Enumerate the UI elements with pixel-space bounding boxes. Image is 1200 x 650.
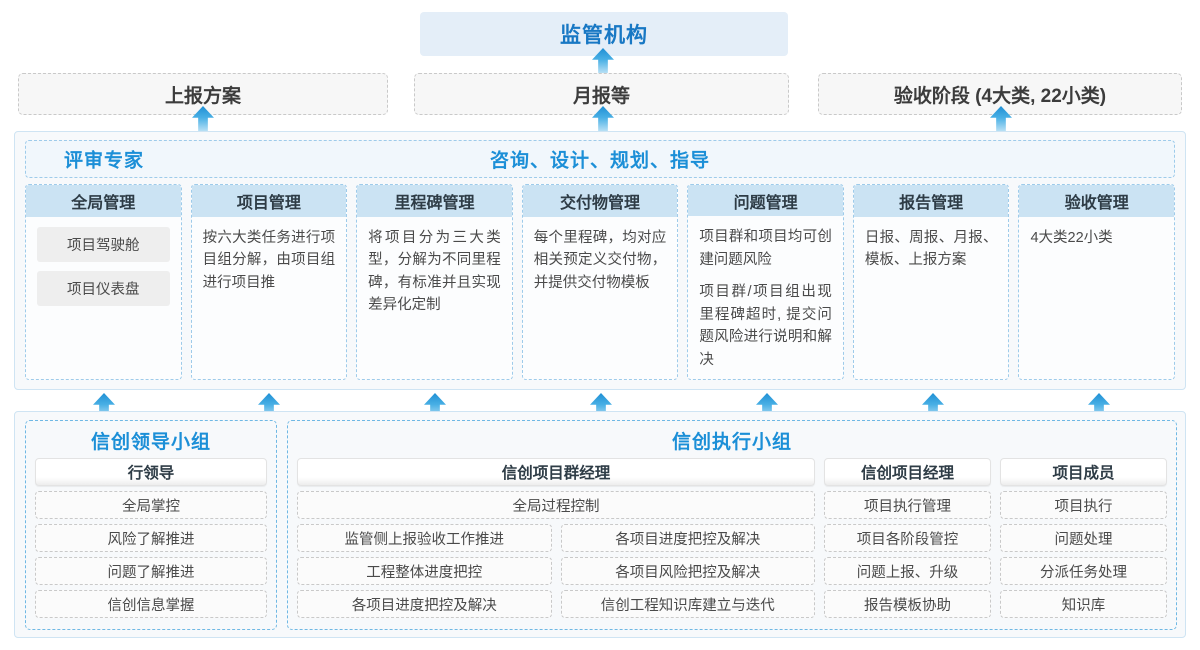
lead-team-inner: 行领导 全局掌控 风险了解推进 问题了解推进 信创信息掌握 xyxy=(26,458,276,618)
program-manager-left-items: 监管侧上报验收工作推进 工程整体进度把控 各项目进度把控及解决 xyxy=(297,524,552,618)
column-paragraph: 将项目分为三大类型，分解为不同里程碑，有标准并且实现差异化定制 xyxy=(368,230,501,314)
capability-pill[interactable]: 项目驾驶舱 xyxy=(37,227,170,262)
capability-column-milestone[interactable]: 里程碑管理 将项目分为三大类型，分解为不同里程碑，有标准并且实现差异化定制 xyxy=(356,184,513,380)
report-box-acceptance-label: 验收阶段 (4大类, 22小类) xyxy=(893,85,1107,107)
column-body: 每个里程碑，均对应相关预定义交付物，并提供交付物模板 xyxy=(523,217,678,379)
project-manager-item[interactable]: 问题上报、升级 xyxy=(824,557,991,585)
program-manager-item[interactable]: 各项目进度把控及解决 xyxy=(560,524,815,552)
lead-team-item[interactable]: 问题了解推进 xyxy=(35,557,267,585)
column-body: 日报、周报、月报、模板、上报方案 xyxy=(854,217,1009,379)
column-paragraph: 项目群/项目组出现里程碑超时, 提交问题风险进行说明和解决 xyxy=(699,284,832,368)
report-box-monthly: 月报等 xyxy=(414,73,789,115)
column-body: 按六大类任务进行项目组分解，由项目组进行项目推 xyxy=(192,217,347,379)
lead-team-box[interactable]: 信创领导小组 行领导 全局掌控 风险了解推进 问题了解推进 信创信息掌握 xyxy=(25,420,277,630)
capability-columns: 全局管理 项目驾驶舱 项目仪表盘 项目管理 按六大类任务进行项目组分解，由项目组… xyxy=(25,184,1176,380)
lead-team-title: 信创领导小组 xyxy=(90,432,211,453)
member-item[interactable]: 项目执行 xyxy=(1000,491,1167,519)
column-body: 将项目分为三大类型，分解为不同里程碑，有标准并且实现差异化定制 xyxy=(357,217,512,379)
program-manager-right-items: 各项目进度把控及解决 各项目风险把控及解决 信创工程知识库建立与迭代 xyxy=(560,524,815,618)
capability-column-report[interactable]: 报告管理 日报、周报、月报、模板、上报方案 xyxy=(852,184,1010,380)
program-manager-column: 信创项目群经理 全局过程控制 监管侧上报验收工作推进 工程整体进度把控 各项目进… xyxy=(297,458,815,618)
program-manager-item[interactable]: 工程整体进度把控 xyxy=(297,557,552,585)
column-paragraph: 每个里程碑，均对应相关预定义交付物，并提供交付物模板 xyxy=(533,230,667,291)
capability-column-global[interactable]: 全局管理 项目驾驶舱 项目仪表盘 xyxy=(25,184,182,380)
capability-pill[interactable]: 项目仪表盘 xyxy=(37,271,170,306)
column-title: 里程碑管理 xyxy=(357,185,512,217)
lead-team-role: 行领导 xyxy=(35,458,267,486)
member-item[interactable]: 问题处理 xyxy=(1000,524,1167,552)
column-paragraph: 日报、周报、月报、模板、上报方案 xyxy=(864,230,998,269)
lead-team-item[interactable]: 风险了解推进 xyxy=(35,524,267,552)
lead-team-items: 全局掌控 风险了解推进 问题了解推进 信创信息掌握 xyxy=(35,491,267,618)
column-body: 4大类22小类 xyxy=(1019,217,1174,379)
exec-team-title: 信创执行小组 xyxy=(671,432,792,453)
program-manager-item[interactable]: 监管侧上报验收工作推进 xyxy=(297,524,552,552)
member-column: 项目成员 项目执行 问题处理 分派任务处理 知识库 xyxy=(1000,458,1167,618)
capability-column-acceptance[interactable]: 验收管理 4大类22小类 xyxy=(1018,184,1176,380)
program-manager-role: 信创项目群经理 xyxy=(297,458,815,486)
capability-banner-left-label: 评审专家 xyxy=(64,150,145,172)
organization-section: 信创领导小组 行领导 全局掌控 风险了解推进 问题了解推进 信创信息掌握 信创执… xyxy=(14,411,1186,638)
column-paragraph: 4大类22小类 xyxy=(1030,230,1113,246)
column-body: 项目群和项目均可创建问题风险 项目群/项目组出现里程碑超时, 提交问题风险进行说… xyxy=(688,216,843,379)
program-manager-item[interactable]: 各项目风险把控及解决 xyxy=(560,557,815,585)
project-manager-items: 项目执行管理 项目各阶段管控 问题上报、升级 报告模板协助 xyxy=(824,491,991,618)
member-items: 项目执行 问题处理 分派任务处理 知识库 xyxy=(1000,491,1167,618)
column-paragraph: 项目群和项目均可创建问题风险 xyxy=(699,229,832,268)
lead-team-item[interactable]: 信创信息掌握 xyxy=(35,590,267,618)
capability-section: 评审专家 咨询、设计、规划、指导 全局管理 项目驾驶舱 项目仪表盘 项目管理 按… xyxy=(14,131,1186,390)
project-manager-column: 信创项目经理 项目执行管理 项目各阶段管控 问题上报、升级 报告模板协助 xyxy=(824,458,991,618)
report-box-monthly-label: 月报等 xyxy=(572,85,630,107)
column-title: 验收管理 xyxy=(1019,185,1175,217)
project-manager-item[interactable]: 项目执行管理 xyxy=(824,491,991,519)
project-manager-item[interactable]: 项目各阶段管控 xyxy=(824,524,991,552)
column-title: 交付物管理 xyxy=(522,185,678,217)
project-manager-item[interactable]: 报告模板协助 xyxy=(824,590,991,618)
program-manager-item[interactable]: 全局过程控制 xyxy=(297,491,815,519)
capability-banner-center-label: 咨询、设计、规划、指导 xyxy=(489,150,710,172)
program-manager-item[interactable]: 各项目进度把控及解决 xyxy=(297,590,552,618)
capability-column-project[interactable]: 项目管理 按六大类任务进行项目组分解，由项目组进行项目推 xyxy=(190,184,348,380)
column-paragraph: 按六大类任务进行项目组分解，由项目组进行项目推 xyxy=(202,230,336,291)
member-role: 项目成员 xyxy=(1000,458,1167,486)
lead-team-item[interactable]: 全局掌控 xyxy=(35,491,267,519)
column-title: 报告管理 xyxy=(853,185,1009,217)
capability-column-deliverable[interactable]: 交付物管理 每个里程碑，均对应相关预定义交付物，并提供交付物模板 xyxy=(521,184,679,380)
member-item[interactable]: 分派任务处理 xyxy=(1000,557,1167,585)
member-item[interactable]: 知识库 xyxy=(1000,590,1167,618)
program-manager-top-item: 全局过程控制 xyxy=(297,491,815,519)
regulator-label: 监管机构 xyxy=(560,24,648,47)
exec-team-box[interactable]: 信创执行小组 信创项目群经理 全局过程控制 监管侧上报验收工作推进 工程整体进度… xyxy=(287,420,1177,630)
exec-team-grid: 信创项目群经理 全局过程控制 监管侧上报验收工作推进 工程整体进度把控 各项目进… xyxy=(288,458,1176,618)
regulator-box: 监管机构 xyxy=(420,12,788,56)
report-box-plan-label: 上报方案 xyxy=(164,85,241,107)
capability-column-issue[interactable]: 问题管理 项目群和项目均可创建问题风险 项目群/项目组出现里程碑超时, 提交问题… xyxy=(687,184,844,380)
project-manager-role: 信创项目经理 xyxy=(824,458,991,486)
capability-banner: 评审专家 咨询、设计、规划、指导 xyxy=(25,140,1175,178)
column-title: 问题管理 xyxy=(688,185,843,217)
program-manager-subcolumns: 监管侧上报验收工作推进 工程整体进度把控 各项目进度把控及解决 各项目进度把控及… xyxy=(297,524,815,618)
column-body: 项目驾驶舱 项目仪表盘 xyxy=(26,217,181,379)
column-title: 项目管理 xyxy=(191,185,347,217)
program-manager-item[interactable]: 信创工程知识库建立与迭代 xyxy=(560,590,815,618)
column-title: 全局管理 xyxy=(26,185,181,217)
